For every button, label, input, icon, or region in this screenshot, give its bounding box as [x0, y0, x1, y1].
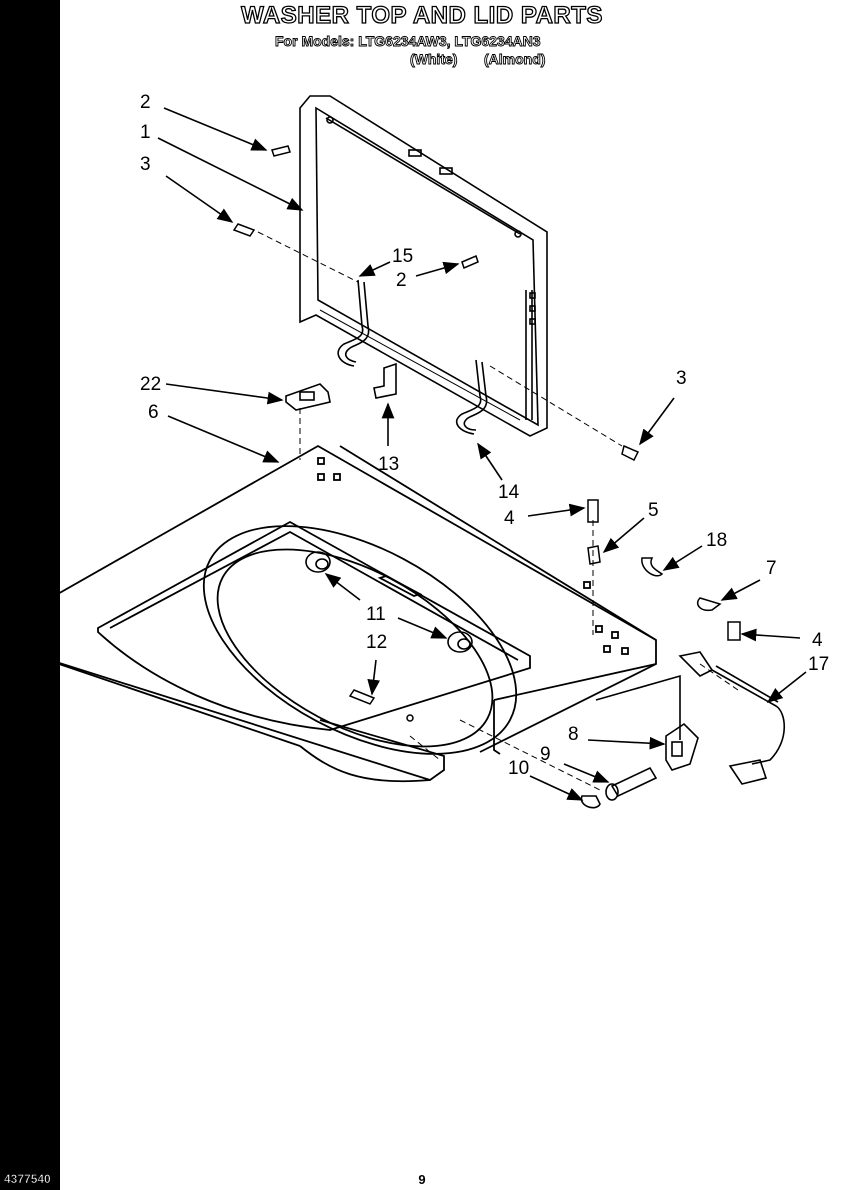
callout-22: 22: [140, 374, 161, 395]
hinge-bracket: [373, 362, 397, 399]
callout-3-right: 3: [676, 368, 687, 389]
lid-bumpers: [305, 551, 473, 653]
callout-7: 7: [766, 558, 777, 579]
page-title: WASHER TOP AND LID PARTS: [240, 1, 603, 29]
lid-frame: [299, 95, 548, 437]
document-number: 4377540: [4, 1172, 51, 1187]
callout-13: 13: [378, 454, 399, 475]
callout-9: 9: [540, 744, 551, 765]
callout-3-left: 3: [140, 154, 151, 175]
page-number: 9: [418, 1172, 426, 1187]
callout-17: 17: [808, 654, 829, 675]
callout-4-right: 4: [812, 630, 823, 651]
lid-switch-assembly: [580, 651, 785, 809]
callout-10: 10: [508, 758, 529, 779]
callout-6: 6: [148, 402, 159, 423]
callout-15: 15: [392, 246, 413, 267]
screw-12: [348, 689, 414, 722]
color-white-label: (White): [410, 51, 458, 68]
models-line: For Models: LTG6234AW3, LTG6234AN3: [275, 33, 541, 50]
fasteners: [232, 145, 741, 641]
callout-14: 14: [498, 482, 520, 503]
callout-18: 18: [706, 530, 727, 551]
lid-hinges: [337, 279, 488, 435]
binding-strip: [0, 0, 60, 1190]
callout-11: 11: [366, 604, 386, 625]
callout-1: 1: [140, 122, 151, 143]
callout-2-mid: 2: [396, 270, 407, 291]
callout-2-top: 2: [140, 92, 151, 113]
callout-4-mid: 4: [504, 508, 515, 529]
color-almond-label: (Almond): [484, 51, 546, 68]
switch-bracket: [285, 383, 331, 411]
callout-labels: 2 1 3 15 2 3 22 6 13 14 4 5 18 7 4 17 11…: [140, 92, 829, 779]
callout-5: 5: [648, 500, 659, 521]
callout-12: 12: [366, 632, 387, 653]
callout-8: 8: [568, 724, 579, 745]
washer-top: [11, 444, 657, 783]
